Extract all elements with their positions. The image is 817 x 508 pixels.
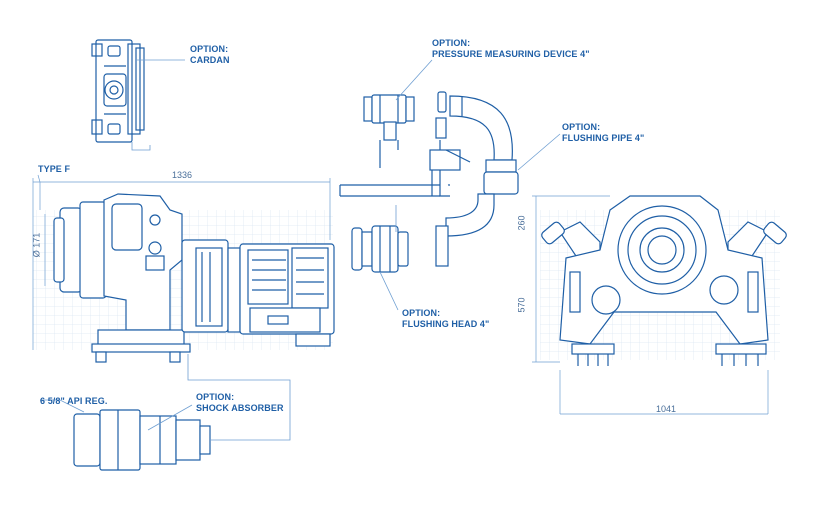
cardan-option-text: OPTION: — [190, 44, 229, 54]
shock-option-text: OPTION: — [196, 392, 235, 402]
flushing-head-label: OPTION: FLUSHING HEAD 4" — [402, 308, 489, 330]
dimension-overall-length: 1336 — [172, 170, 193, 180]
cardan-name-text: CARDAN — [190, 55, 230, 65]
middle-leaders — [379, 59, 561, 311]
pressure-option-text: OPTION: — [432, 38, 471, 48]
pressure-name-text: PRESSURE MEASURING DEVICE 4" — [432, 49, 590, 59]
dimension-width-front: 1041 — [656, 404, 677, 414]
cardan-option-label: OPTION: CARDAN — [190, 44, 230, 66]
type-f-label: TYPE F — [38, 164, 71, 174]
cardan-drawing-icon — [91, 39, 145, 143]
rotary-head-front-view-icon — [541, 195, 787, 366]
flushing-pipe-option-text: OPTION: — [562, 122, 601, 132]
shock-absorber-label: OPTION: SHOCK ABSORBER — [196, 392, 284, 414]
flushing-pipe-label: OPTION: FLUSHING PIPE 4" — [562, 122, 644, 144]
pressure-device-label: OPTION: PRESSURE MEASURING DEVICE 4" — [432, 38, 590, 60]
front-view-dimension-lines — [532, 195, 769, 415]
side-view-dimension-lines — [32, 174, 331, 350]
dimension-height-top: 260 — [516, 215, 527, 231]
pressure-device-drawing-icon — [363, 94, 415, 168]
cardan-leader — [131, 59, 185, 151]
flushing-head-name-text: FLUSHING HEAD 4" — [402, 319, 490, 329]
shock-name-text: SHOCK ABSORBER — [196, 403, 284, 413]
rotary-head-side-view-icon — [53, 193, 335, 363]
flushing-pipe-drawing-icon — [339, 91, 519, 267]
shock-leaders — [40, 354, 291, 441]
flushing-pipe-name-text: FLUSHING PIPE 4" — [562, 133, 645, 143]
flushing-head-drawing-icon — [351, 225, 409, 273]
api-reg-label: 6 5/8" API REG. — [40, 396, 108, 406]
dimension-height-main: 570 — [516, 297, 527, 313]
dimension-diameter: Ø 171 — [31, 232, 42, 258]
shock-absorber-drawing-icon — [73, 409, 211, 471]
flushing-head-option-text: OPTION: — [402, 308, 441, 318]
